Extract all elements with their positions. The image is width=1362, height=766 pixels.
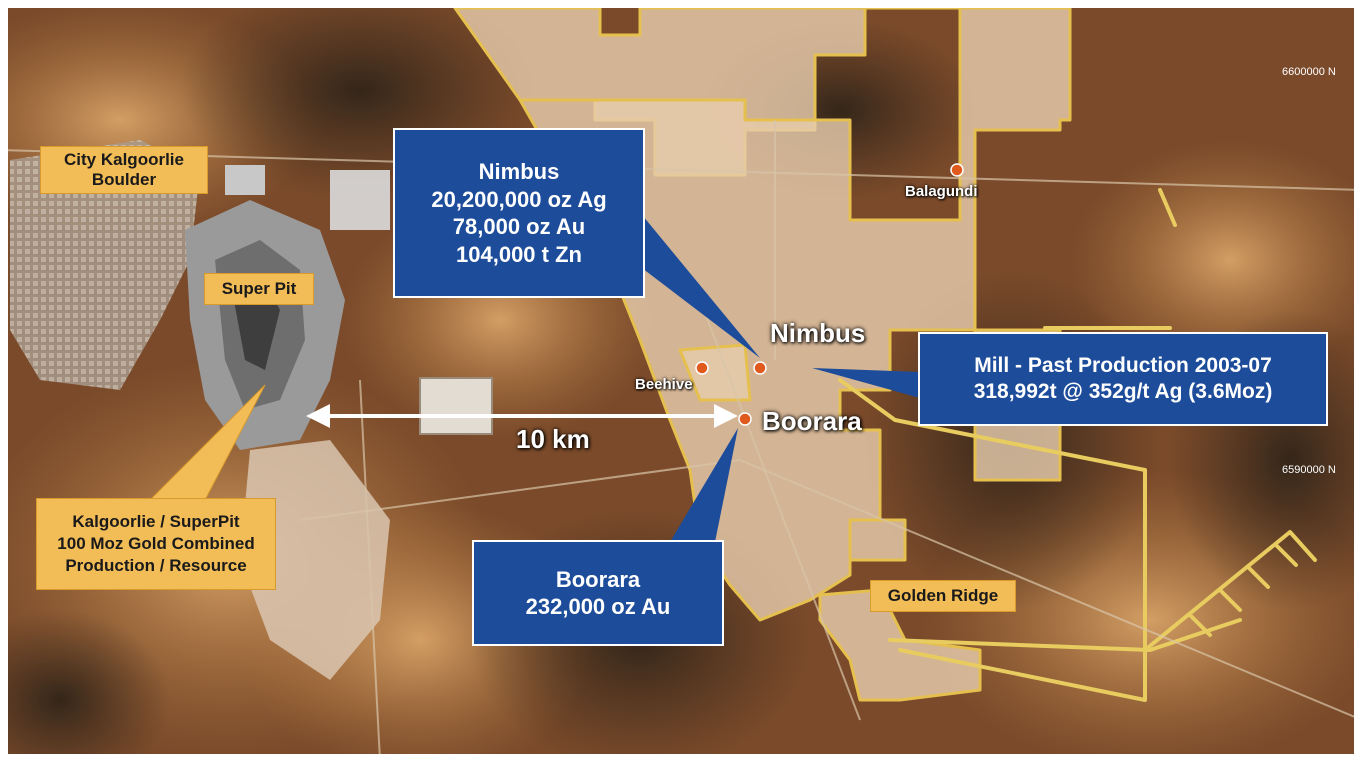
mill-callout-pointer	[812, 368, 920, 398]
place-label-boorara: Boorara	[762, 406, 862, 436]
kalgoorlie-line2: Boulder	[91, 170, 157, 189]
place-label-balagundi: Balagundi	[905, 183, 978, 200]
frame-top	[0, 0, 1362, 8]
pipelines	[838, 188, 1317, 702]
place-label-super-pit: Super Pit	[204, 273, 314, 305]
superpit-callout-line2: 100 Moz Gold Combined	[57, 533, 255, 553]
roads	[0, 120, 1362, 761]
superpit-callout-line1: Kalgoorlie / SuperPit	[72, 511, 240, 531]
boorara-callout-pointer	[670, 428, 738, 542]
mill-callout: Mill - Past Production 2003-07 318,992t …	[918, 332, 1328, 426]
balagundi-marker	[950, 163, 964, 177]
nimbus-callout-line4: 104,000 t Zn	[456, 241, 582, 267]
superpit-callout-line3: Production / Resource	[65, 556, 247, 576]
boorara-marker	[738, 412, 752, 426]
nimbus-callout-line2: 20,200,000 oz Ag	[431, 186, 607, 212]
frame-right	[1354, 0, 1362, 766]
superpit-callout: Kalgoorlie / SuperPit 100 Moz Gold Combi…	[36, 498, 276, 590]
kalgoorlie-line1: City Kalgoorlie	[64, 150, 184, 170]
boorara-callout-line1: Boorara	[555, 566, 641, 592]
nimbus-callout-line3: 78,000 oz Au	[452, 214, 586, 239]
boorara-callout-line2: 232,000 oz Au	[525, 594, 671, 619]
nimbus-marker	[753, 361, 767, 375]
scale-arrow	[306, 404, 738, 428]
coord-label-north-top: 6600000 N	[1282, 66, 1336, 78]
coord-label-north-mid: 6590000 N	[1282, 464, 1336, 476]
frame-left	[0, 0, 8, 766]
place-label-kalgoorlie: City Kalgoorlie Boulder	[40, 146, 208, 194]
city-area	[10, 140, 200, 390]
beehive-marker	[695, 361, 709, 375]
nimbus-callout-pointer	[638, 210, 760, 358]
frame-bottom	[0, 754, 1362, 766]
boorara-callout: Boorara 232,000 oz Au	[472, 540, 724, 646]
nimbus-callout-line1: Nimbus	[478, 159, 560, 184]
place-label-nimbus: Nimbus	[770, 318, 866, 348]
nimbus-callout: Nimbus 20,200,000 oz Ag 78,000 oz Au 104…	[393, 128, 645, 298]
place-label-golden-ridge: Golden Ridge	[870, 580, 1016, 612]
mill-callout-line1: Mill - Past Production 2003-07	[974, 353, 1272, 377]
scale-label: 10 km	[516, 424, 590, 454]
mill-callout-line2: 318,992t @ 352g/t Ag (3.6Moz)	[973, 380, 1273, 403]
place-label-beehive: Beehive	[635, 376, 693, 393]
